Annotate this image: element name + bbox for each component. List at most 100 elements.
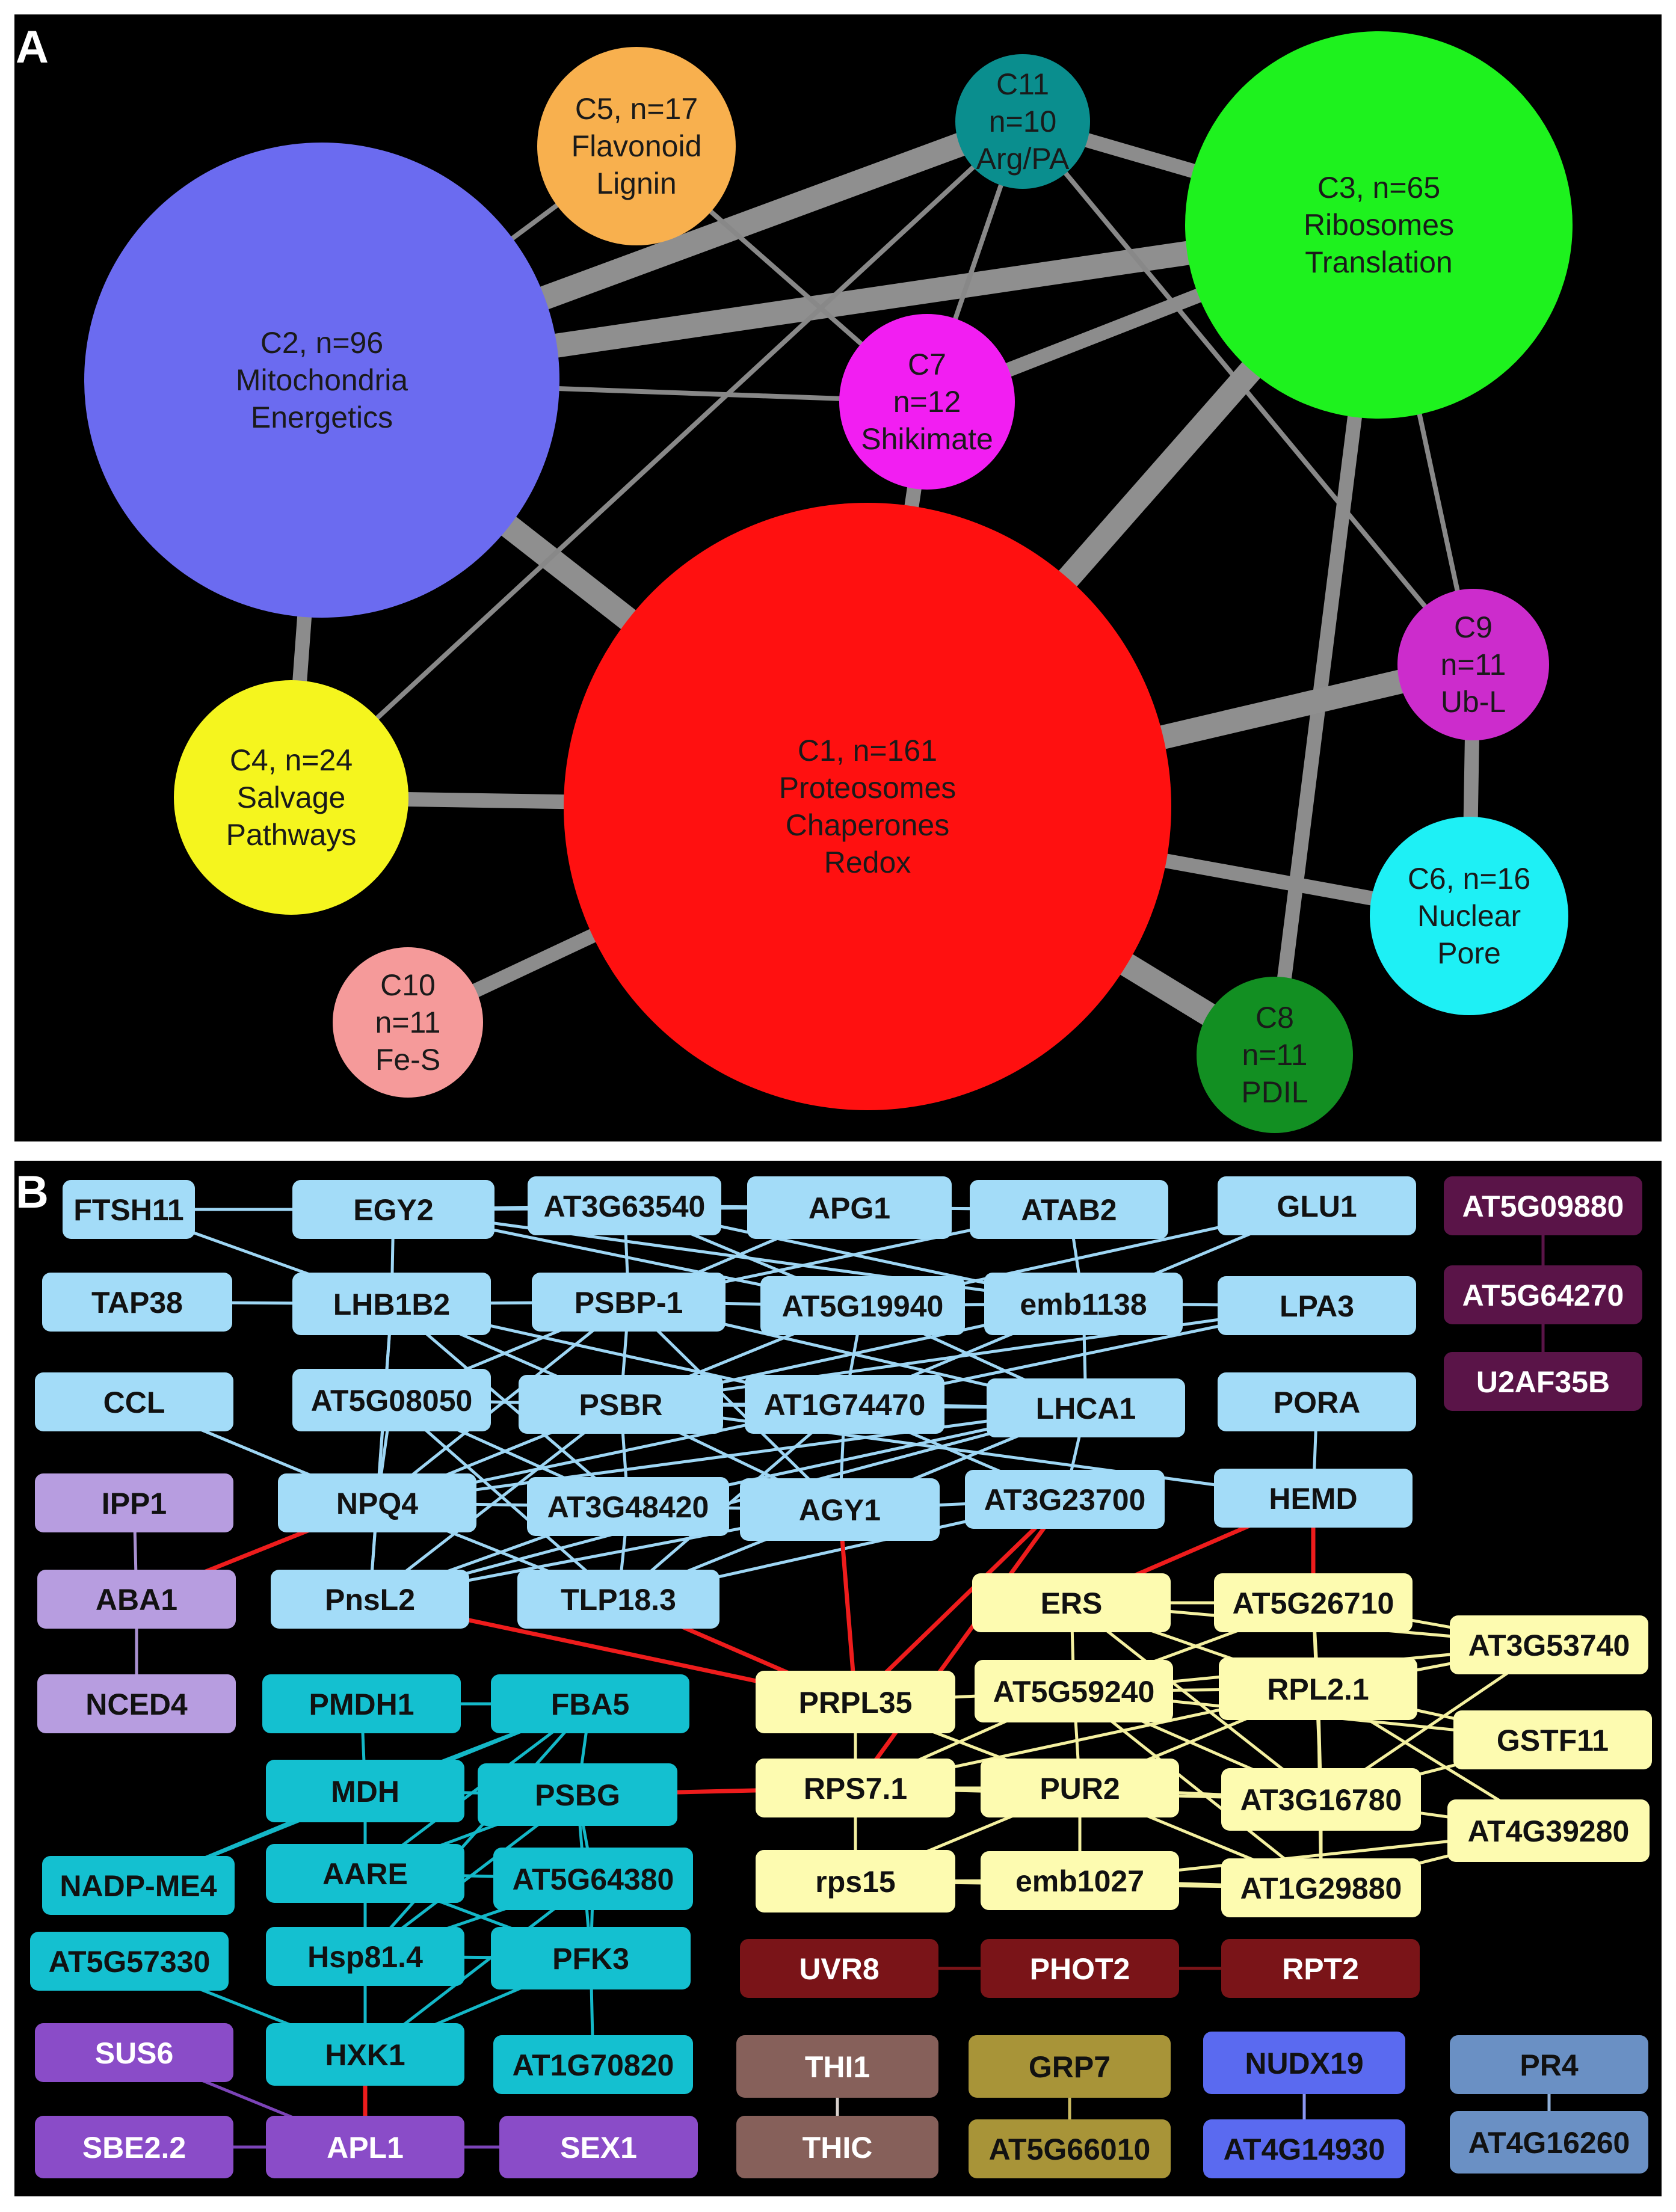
network-edge (837, 1509, 858, 1703)
gene-node-label: IPP1 (102, 1487, 167, 1520)
gene-node-grp7: GRP7 (969, 2035, 1171, 2098)
gene-node-label: ABA1 (96, 1583, 177, 1617)
gene-node-label: AT4G16260 (1468, 2126, 1630, 2160)
gene-node-agy1: AGY1 (740, 1478, 940, 1541)
gene-node-box (37, 1674, 236, 1733)
gene-node-label: AT4G14930 (1224, 2133, 1385, 2166)
gene-node-nadp-me4: NADP-ME4 (42, 1856, 235, 1915)
gene-node-box (969, 2119, 1171, 2178)
gene-node-sus6: SUS6 (35, 2023, 233, 2082)
cluster-label: C1, n=161 (798, 734, 937, 767)
gene-node-label: AT5G57330 (49, 1945, 211, 1979)
gene-node-lhca1: LHCA1 (987, 1378, 1185, 1437)
panel-a-label: A (16, 22, 49, 73)
gene-node-box (740, 1939, 938, 1998)
gene-node-at4g39280: AT4G39280 (1447, 1799, 1650, 1862)
gene-node-at5g19940: AT5G19940 (760, 1276, 965, 1335)
gene-node-label: AT3G23700 (984, 1483, 1146, 1517)
gene-node-at1g29880: AT1G29880 (1221, 1858, 1421, 1917)
gene-node-glu1: GLU1 (1218, 1176, 1416, 1235)
gene-node-hsp81-4: Hsp81.4 (266, 1927, 464, 1986)
gene-node-gstf11: GSTF11 (1453, 1710, 1652, 1769)
gene-node-box (517, 1570, 719, 1629)
network-edge (1073, 1690, 1322, 1889)
gene-node-box (292, 1369, 491, 1431)
gene-node-label: HEMD (1269, 1482, 1357, 1516)
cluster-label: Pathways (226, 818, 357, 852)
gene-node-label: PMDH1 (309, 1688, 414, 1721)
gene-node-label: AT5G59240 (993, 1675, 1155, 1709)
cluster-edge-c11-c9 (1020, 120, 1476, 666)
cluster-label: C10 (380, 968, 436, 1002)
cluster-circle (1197, 977, 1353, 1133)
gene-node-rps15: rps15 (756, 1850, 955, 1912)
gene-node-box (266, 1927, 464, 1986)
gene-node-box (1450, 2111, 1648, 2174)
gene-node-aare: AARE (266, 1844, 464, 1903)
cluster-circle (839, 314, 1015, 490)
gene-node-box (1221, 1858, 1421, 1917)
gene-node-label: TLP18.3 (561, 1583, 676, 1617)
gene-node-label: NCED4 (85, 1688, 188, 1721)
gene-node-label: ERS (1041, 1587, 1103, 1620)
gene-node-rpl2-1: RPL2.1 (1219, 1657, 1417, 1720)
gene-node-box (756, 1671, 955, 1733)
gene-node-emb1138: emb1138 (984, 1273, 1183, 1335)
network-edge (620, 1304, 1317, 1406)
gene-node-box (266, 1844, 464, 1903)
gene-node-label: FTSH11 (73, 1193, 183, 1227)
gene-node-at1g74470: AT1G74470 (745, 1375, 944, 1434)
gene-node-box (981, 1759, 1179, 1817)
gene-node-box (532, 1273, 726, 1332)
gene-node-pur2: PUR2 (981, 1759, 1179, 1817)
cluster-label: Nuclear (1417, 899, 1521, 933)
cluster-label: Flavonoid (572, 129, 702, 163)
cluster-label: Mitochondria (236, 363, 408, 397)
gene-node-box (1450, 2035, 1648, 2094)
gene-node-box (760, 1276, 965, 1335)
gene-node-box (519, 1375, 723, 1434)
gene-node-label: AT1G70820 (513, 2048, 674, 2082)
cluster-circle (174, 680, 408, 915)
gene-node-lpa3: LPA3 (1218, 1276, 1416, 1335)
cluster-circle (1185, 31, 1573, 419)
cluster-label: C2, n=96 (260, 326, 383, 360)
gene-node-label: rps15 (815, 1865, 895, 1899)
panel-b-label: B (16, 1167, 49, 1218)
network-edge (377, 1406, 1086, 1505)
gene-node-label: FBA5 (551, 1688, 630, 1721)
cluster-label: Shikimate (861, 422, 993, 456)
gene-node-box (1444, 1265, 1642, 1324)
gene-node-box (1214, 1573, 1413, 1632)
gene-node-apl1: APL1 (266, 2116, 464, 2178)
gene-node-label: RPS7.1 (804, 1772, 907, 1805)
gene-node-label: AGY1 (799, 1493, 881, 1527)
gene-node-label: UVR8 (799, 1952, 879, 1986)
gene-node-box (42, 1273, 232, 1332)
gene-node-label: PSBR (579, 1388, 663, 1422)
gene-node-label: THI1 (805, 2050, 870, 2084)
cluster-label: Redox (824, 846, 911, 879)
gene-node-box (1444, 1352, 1642, 1411)
gene-node-ftsh11: FTSH11 (63, 1180, 195, 1239)
cluster-label: C11 (996, 67, 1049, 101)
gene-node-box (1218, 1372, 1416, 1431)
cluster-label: n=11 (375, 1006, 441, 1039)
gene-node-box (527, 1477, 729, 1536)
gene-node-at5g64380: AT5G64380 (493, 1848, 693, 1910)
gene-node-u2af35b: U2AF35B (1444, 1352, 1642, 1411)
gene-node-label: PHOT2 (1030, 1952, 1130, 1986)
gene-node-label: AT5G64270 (1462, 1279, 1624, 1312)
cluster-label: Ribosomes (1304, 208, 1454, 242)
gene-node-label: PORA (1274, 1386, 1360, 1419)
gene-node-box (969, 2035, 1171, 2098)
cluster-label: C9 (1454, 610, 1493, 644)
gene-node-label: AT3G16780 (1240, 1783, 1402, 1817)
gene-node-box (1221, 1768, 1421, 1831)
gene-node-label: SUS6 (95, 2036, 174, 2070)
